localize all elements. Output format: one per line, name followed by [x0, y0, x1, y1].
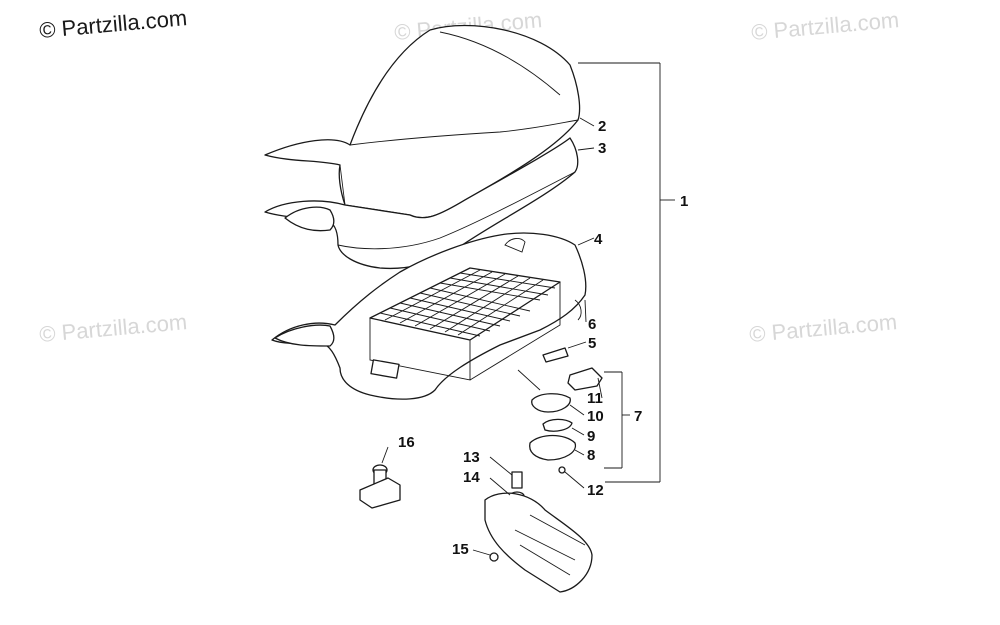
- seat-cover-part: [264, 24, 581, 219]
- latch-part-12: [558, 466, 566, 474]
- callout-labels: 1 2 3 4 5 6 7 8 9 10 11 12 13 14 15 16: [398, 118, 688, 558]
- knob-part-16: [359, 464, 401, 509]
- latch-part-9: [542, 418, 573, 432]
- callout-14: 14: [463, 469, 480, 486]
- watermark-top-right: © Partzilla.com: [750, 7, 900, 45]
- callout-9: 9: [587, 428, 595, 445]
- callout-15: 15: [452, 541, 469, 558]
- callout-3: 3: [598, 140, 606, 157]
- callout-8: 8: [587, 447, 595, 464]
- callout-13: 13: [463, 449, 480, 466]
- frame-part: [484, 471, 593, 593]
- callout-7: 7: [634, 408, 642, 425]
- seat-foam-part: [264, 137, 579, 270]
- latch-part-8: [529, 434, 577, 461]
- callout-5: 5: [588, 335, 596, 352]
- latch-assembly: [529, 367, 603, 474]
- callout-6: 6: [588, 316, 596, 333]
- callout-16: 16: [398, 434, 415, 451]
- callout-1: 1: [680, 193, 688, 210]
- latch-part-10: [531, 393, 571, 413]
- watermark-primary: © Partzilla.com: [38, 5, 188, 43]
- bracket-part: [542, 347, 569, 363]
- watermark-mid-right: © Partzilla.com: [748, 309, 898, 347]
- callout-11: 11: [587, 390, 603, 407]
- callout-10: 10: [587, 408, 604, 425]
- callout-2: 2: [598, 118, 606, 135]
- watermark-mid-left: © Partzilla.com: [38, 309, 188, 347]
- callout-4: 4: [594, 231, 603, 248]
- latch-part-11: [567, 367, 603, 391]
- callout-12: 12: [587, 482, 604, 499]
- leader-lines: [381, 62, 675, 556]
- seat-base-part: [271, 232, 587, 400]
